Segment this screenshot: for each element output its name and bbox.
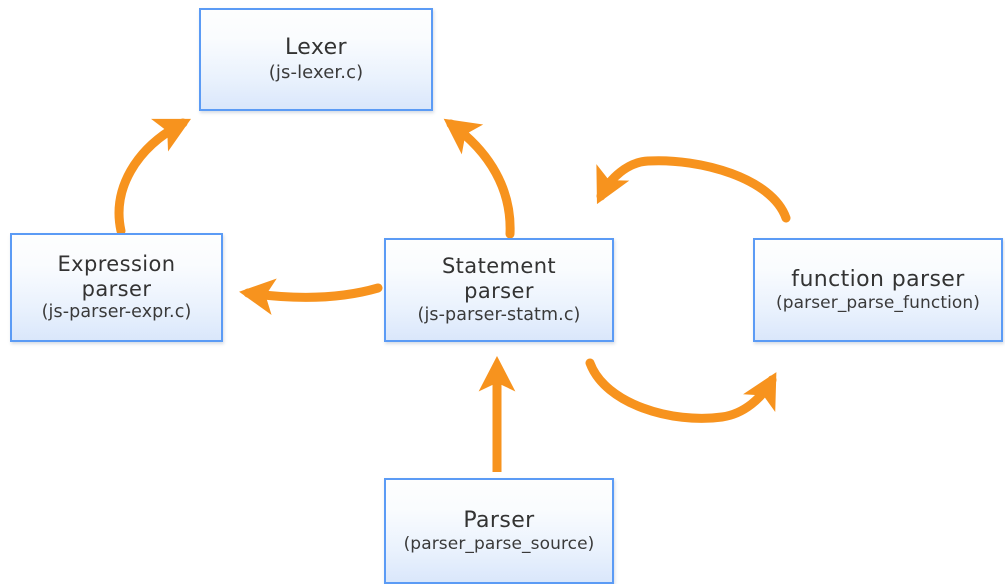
node-lexer-title: Lexer bbox=[285, 35, 347, 61]
edge-statement-parser-to-expression-parser bbox=[239, 278, 383, 315]
node-function-parser-subtitle: (parser_parse_function) bbox=[775, 293, 981, 314]
node-parser[interactable]: Parser (parser_parse_source) bbox=[384, 478, 614, 584]
edge-expression-parser-to-lexer bbox=[114, 118, 192, 236]
node-lexer-subtitle: (js-lexer.c) bbox=[268, 62, 364, 84]
node-expression-parser[interactable]: Expression parser (js-parser-expr.c) bbox=[10, 233, 223, 342]
node-statement-parser-subtitle: (js-parser-statm.c) bbox=[417, 304, 581, 325]
node-parser-title: Parser bbox=[463, 507, 535, 533]
node-statement-parser-title: Statement parser bbox=[441, 254, 557, 304]
node-parser-subtitle: (parser_parse_source) bbox=[403, 534, 595, 555]
node-function-parser[interactable]: function parser (parser_parse_function) bbox=[753, 238, 1003, 342]
node-statement-parser[interactable]: Statement parser (js-parser-statm.c) bbox=[384, 238, 614, 342]
node-function-parser-title: function parser bbox=[791, 266, 965, 292]
edge-function-parser-to-statement-parser bbox=[596, 156, 791, 223]
node-lexer[interactable]: Lexer (js-lexer.c) bbox=[199, 8, 433, 111]
node-expression-parser-title: Expression parser bbox=[57, 251, 176, 301]
edge-statement-parser-to-function-parser bbox=[585, 358, 777, 423]
node-expression-parser-subtitle: (js-parser-expr.c) bbox=[41, 302, 192, 323]
edge-statement-parser-to-lexer bbox=[443, 118, 515, 239]
